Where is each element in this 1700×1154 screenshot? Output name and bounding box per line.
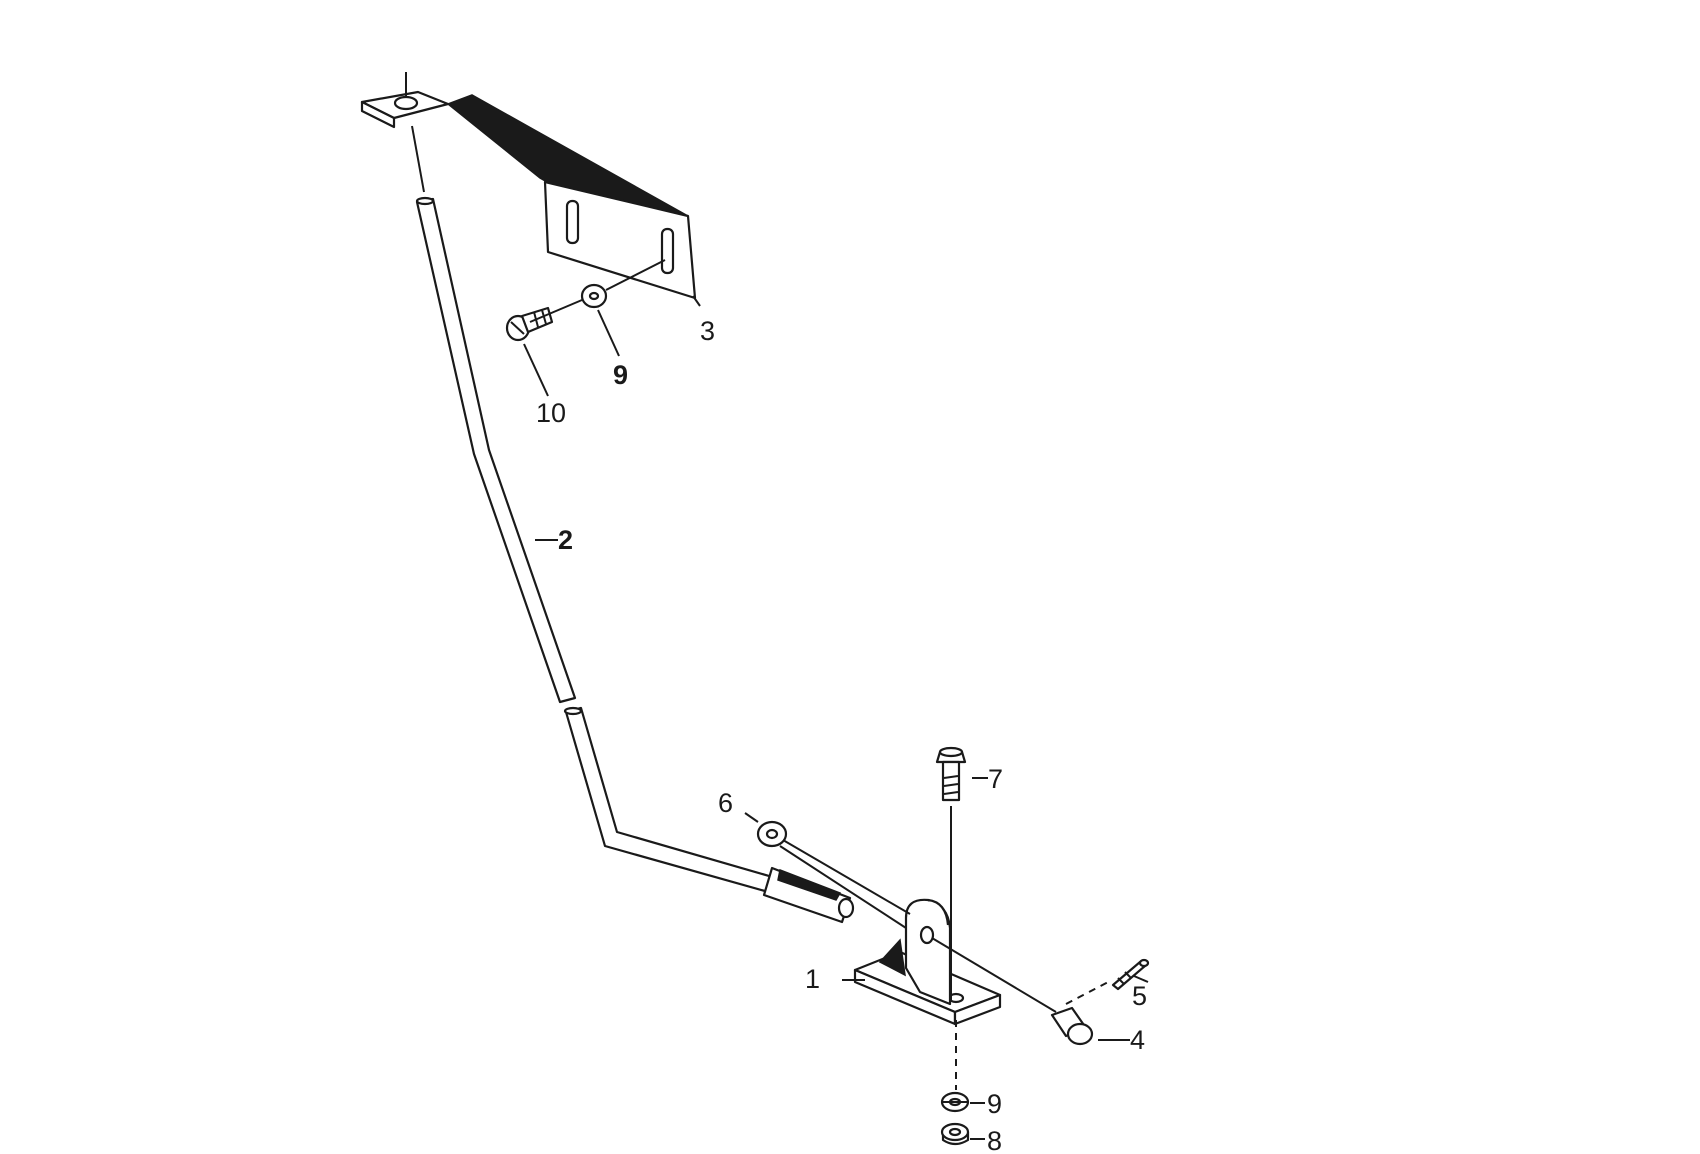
label-4: 4 <box>1130 1025 1145 1055</box>
label-5: 5 <box>1132 981 1147 1011</box>
washer-9-upper <box>580 283 608 309</box>
nut-8 <box>940 1122 970 1146</box>
clevis-pin-4 <box>1050 1006 1094 1046</box>
label-7: 7 <box>988 764 1003 794</box>
label-9-upper: 9 <box>613 360 628 390</box>
leader-lines <box>523 295 1149 1140</box>
rod <box>415 196 855 924</box>
upper-bracket <box>360 90 697 300</box>
part-labels: 1 2 3 4 5 6 7 8 9 9 10 <box>536 316 1147 1154</box>
washer-6 <box>756 820 788 848</box>
label-1: 1 <box>805 964 820 994</box>
label-9-lower: 9 <box>987 1089 1002 1119</box>
label-8: 8 <box>987 1126 1002 1154</box>
label-10: 10 <box>536 398 566 428</box>
label-2: 2 <box>558 525 573 555</box>
alignment-lines <box>405 72 1113 1090</box>
washer-9-lower <box>940 1091 970 1113</box>
base-bracket <box>853 898 1002 1026</box>
bolt-7 <box>935 746 967 802</box>
label-3: 3 <box>700 316 715 346</box>
label-6: 6 <box>718 788 733 818</box>
screw-10 <box>505 306 554 342</box>
split-pin-5 <box>1111 958 1150 991</box>
